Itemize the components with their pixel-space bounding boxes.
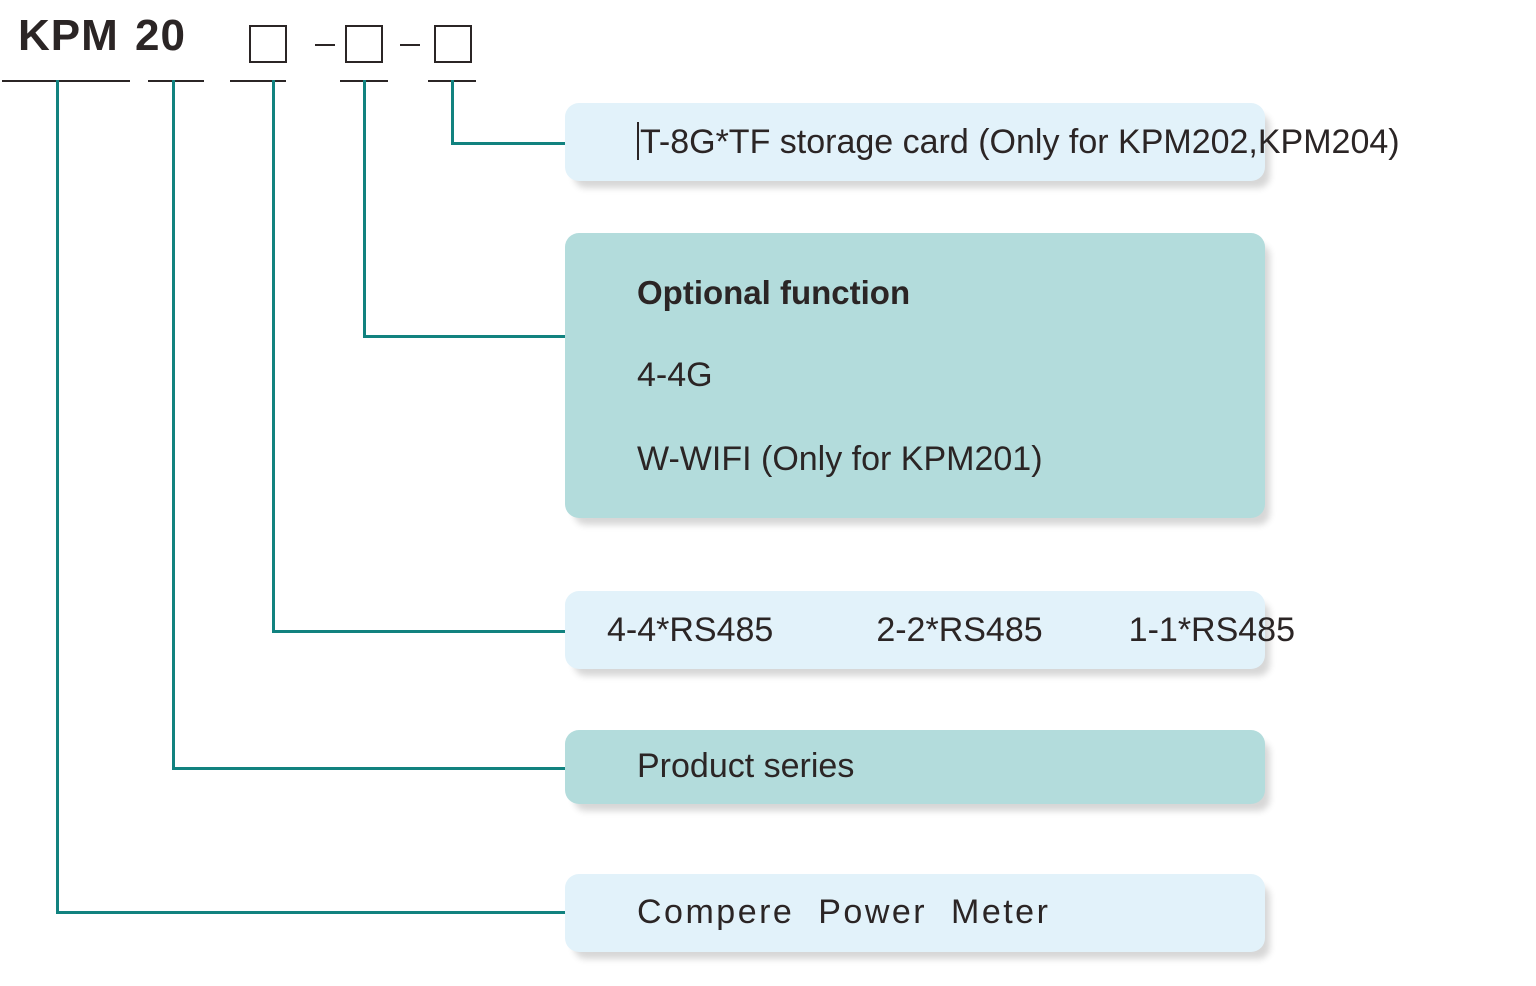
model-code-series: 20 xyxy=(135,11,186,60)
model-code-slot-3 xyxy=(434,25,472,63)
connector-vertical-4 xyxy=(363,80,366,337)
tf-storage-label: T-8G*TF storage card (Only for KPM202,KP… xyxy=(565,122,1400,161)
connector-horizontal-2 xyxy=(172,767,568,770)
connector-horizontal-4 xyxy=(363,335,568,338)
card-product-series: Product series xyxy=(565,730,1265,804)
model-code-separator-1 xyxy=(315,44,335,46)
rs485-option-4: 4-4*RS485 xyxy=(606,610,774,649)
rs485-option-2: 2-2*RS485 xyxy=(876,610,1043,649)
model-code-prefix: KPM xyxy=(18,11,119,60)
connector-vertical-2 xyxy=(172,80,175,770)
underline-segment-1 xyxy=(2,80,130,82)
connector-horizontal-5 xyxy=(451,142,568,145)
product-series-label: Product series xyxy=(637,747,855,786)
card-tf-storage: T-8G*TF storage card (Only for KPM202,KP… xyxy=(565,103,1400,181)
spacer xyxy=(565,395,1265,441)
model-code-slot-1 xyxy=(249,25,287,63)
card-rs485-options: 4-4*RS485 2-2*RS485 1-1*RS485 xyxy=(565,591,1295,669)
optional-function-heading: Optional function xyxy=(637,274,911,311)
underline-segment-2 xyxy=(148,80,204,82)
connector-vertical-3 xyxy=(272,80,275,632)
card-optional-function: Optional function 4-4G W-WIFI (Only for … xyxy=(565,233,1265,518)
optional-function-option-4g: 4-4G xyxy=(637,356,713,395)
model-code-separator-2 xyxy=(400,44,420,46)
optional-function-option-wifi: W-WIFI (Only for KPM201) xyxy=(637,439,1043,478)
connector-horizontal-1 xyxy=(56,911,568,914)
connector-horizontal-3 xyxy=(272,630,568,633)
rs485-option-1: 1-1*RS485 xyxy=(1128,610,1296,649)
underline-segment-3 xyxy=(230,80,286,82)
card-compere-power-meter: Compere Power Meter xyxy=(565,874,1265,952)
model-code-header: KPM 20 xyxy=(0,0,520,80)
text-caret xyxy=(637,122,639,161)
compere-power-meter-label: Compere Power Meter xyxy=(637,893,1051,932)
model-code-slot-2 xyxy=(345,25,383,63)
connector-vertical-1 xyxy=(56,80,59,913)
connector-vertical-5 xyxy=(451,80,454,145)
spacer xyxy=(565,311,1265,357)
